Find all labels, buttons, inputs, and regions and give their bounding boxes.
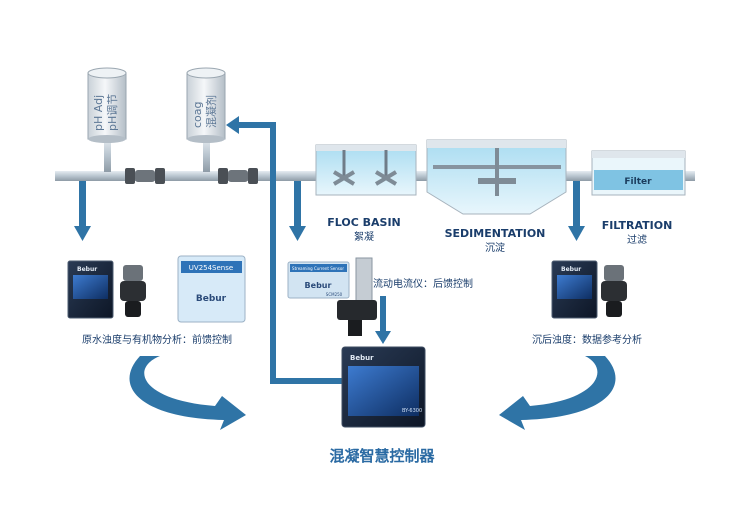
scm-title: Streaming Current Sensor bbox=[292, 266, 344, 271]
raw-turbidity-analyzer: Bebur bbox=[67, 260, 114, 319]
uv-brand: Bebur bbox=[196, 294, 227, 304]
arrow-floc-head bbox=[289, 226, 306, 241]
settled-sensor bbox=[601, 265, 627, 317]
curved-arrow-left bbox=[129, 356, 246, 430]
stage-sed-en: SEDIMENTATION bbox=[445, 227, 546, 240]
uv-title: UV254Sense bbox=[189, 264, 233, 272]
tank1-label: pH Adj bbox=[92, 95, 105, 131]
coagulation-controller: Bebur BY-6300 bbox=[341, 346, 426, 428]
streaming-current-monitor: Streaming Current Sensor Bebur SCM250 bbox=[287, 257, 377, 336]
arrow-raw-head bbox=[74, 226, 91, 241]
stage-filt-cn: 过滤 bbox=[627, 233, 647, 246]
caption-settled: 沉后浊度：数据参考分析 bbox=[532, 333, 642, 346]
arrow-filt-down bbox=[573, 181, 580, 227]
right-analyzer-brand: Bebur bbox=[561, 266, 581, 273]
arrow-filt-head bbox=[568, 226, 585, 241]
left-analyzer-brand: Bebur bbox=[77, 266, 97, 273]
filter-tank: Filter bbox=[591, 150, 686, 196]
tank2-label: coag bbox=[191, 101, 204, 128]
controller-model: BY-6300 bbox=[402, 408, 422, 414]
filter-label: Filter bbox=[624, 177, 652, 187]
diagram-title: 混凝智慧控制器 bbox=[329, 447, 435, 465]
tank1-label-cn: pH调节 bbox=[106, 94, 119, 131]
controller-brand: Bebur bbox=[350, 354, 374, 362]
caption-raw: 原水浊度与有机物分析：前馈控制 bbox=[82, 333, 232, 346]
tank-ph-adj: pH Adj pH调节 bbox=[87, 67, 127, 143]
stage-sed-cn: 沉淀 bbox=[485, 241, 505, 254]
arrow-floc-down bbox=[294, 181, 301, 227]
scm-brand: Bebur bbox=[305, 281, 332, 290]
tank2-label-cn: 混凝剂 bbox=[204, 95, 218, 128]
floc-basin bbox=[315, 144, 417, 196]
tank1-pipe bbox=[104, 138, 111, 172]
feedback-line bbox=[226, 116, 391, 384]
uv254-analyzer: UV254Sense Bebur bbox=[177, 255, 246, 323]
tank-coag: coag 混凝剂 bbox=[186, 67, 226, 143]
tank2-pipe bbox=[203, 138, 210, 172]
stage-floc-en: FLOC BASIN bbox=[327, 216, 401, 229]
stage-filt-en: FILTRATION bbox=[602, 219, 673, 232]
valve-2 bbox=[218, 168, 258, 184]
curved-arrow-right bbox=[499, 356, 616, 430]
valve-1 bbox=[125, 168, 165, 184]
sedimentation-tank bbox=[426, 139, 567, 215]
down-arrows bbox=[74, 181, 585, 241]
arrow-raw-down bbox=[79, 181, 86, 227]
stage-floc-cn: 絮凝 bbox=[354, 230, 374, 243]
raw-sensor bbox=[120, 265, 146, 317]
settled-turbidity-analyzer: Bebur bbox=[551, 260, 598, 319]
caption-scm: 流动电流仪：后馈控制 bbox=[373, 277, 473, 290]
scm-model: SCM250 bbox=[326, 292, 343, 297]
